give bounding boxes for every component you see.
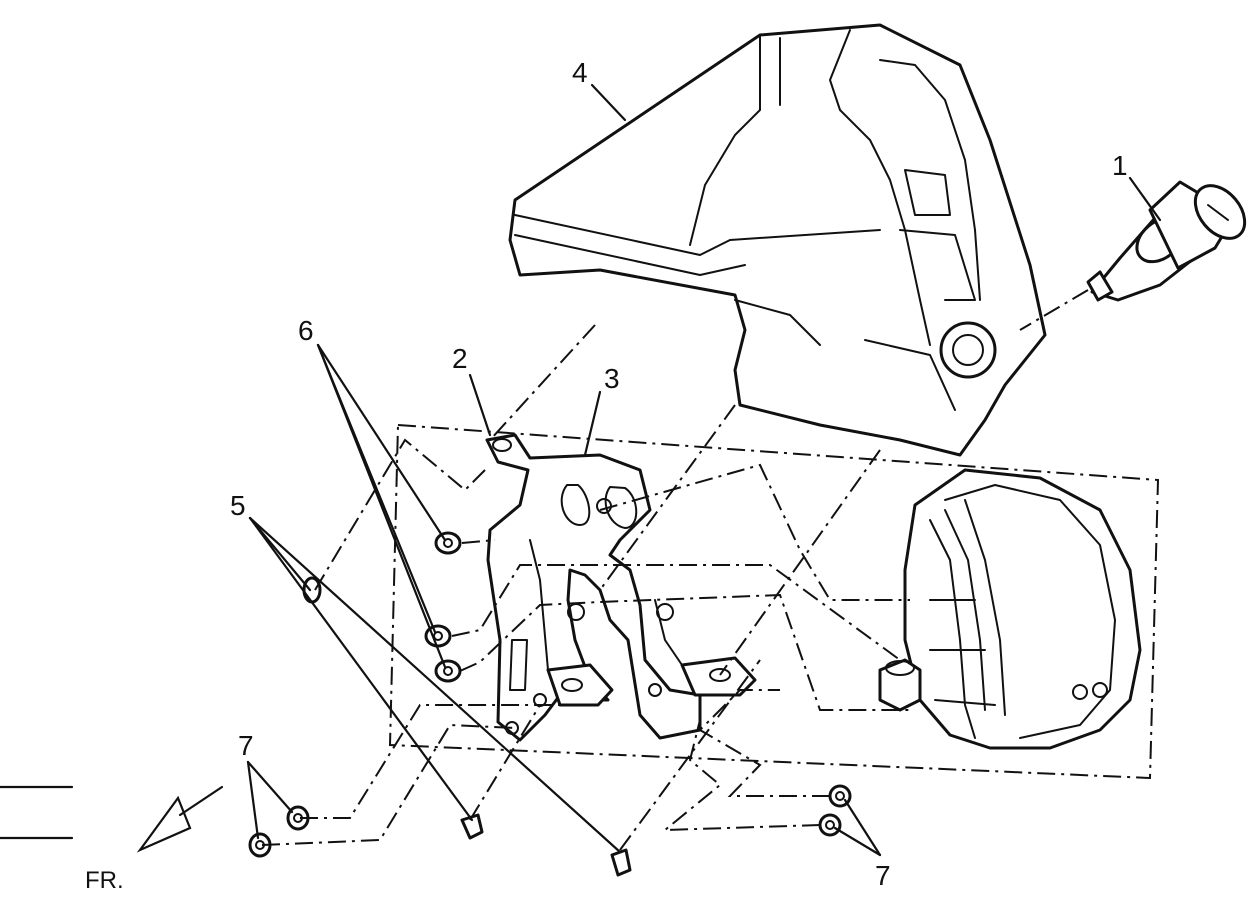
leader-lines [246, 83, 1162, 857]
callout-6: 6 [298, 315, 314, 346]
callout-2: 2 [452, 343, 468, 374]
callout-1: 1 [1112, 150, 1128, 181]
assembly-boundary [388, 423, 1160, 780]
callout-5: 5 [230, 490, 246, 521]
nut-upper [434, 531, 462, 555]
front-direction-label: FR. [85, 867, 124, 894]
mounting-bracket-part-3 [485, 433, 757, 742]
headlight-unit [878, 468, 1142, 750]
headlight-cover-part-4 [508, 23, 1047, 457]
callout-7-left: 7 [238, 730, 254, 761]
ignition-switch-part-1 [1086, 180, 1247, 302]
callout-3: 3 [604, 363, 620, 394]
washer-right-lower [818, 813, 842, 837]
nut-middle [424, 624, 452, 648]
assembly-lines [261, 289, 1089, 851]
nut-lower [434, 659, 462, 683]
bolt-left [302, 576, 322, 604]
callout-7-right: 7 [875, 860, 891, 891]
washer-left-upper [286, 805, 310, 831]
callout-4: 4 [572, 57, 588, 88]
bolt-bottom-center [610, 848, 632, 877]
keyhole-opening [939, 321, 997, 379]
front-direction-arrow [136, 785, 224, 853]
